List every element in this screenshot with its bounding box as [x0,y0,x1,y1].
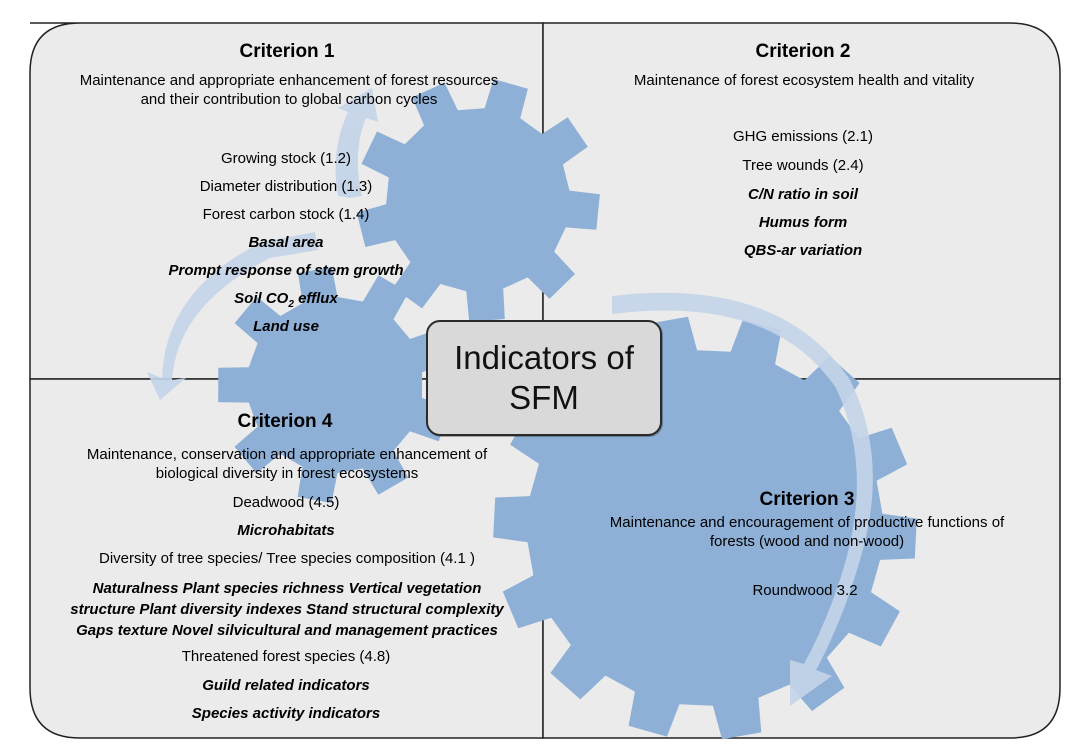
indicator-guild-related: Guild related indicators [202,677,370,694]
gear-top [356,79,600,322]
indicator-soil-co2-efflux: Soil CO2 efflux [170,290,402,312]
criterion-4-description-line-1: Maintenance, conservation and appropriat… [86,446,488,463]
criterion-4-description: Maintenance, conservation and appropriat… [40,446,534,484]
cycle-arrows [147,88,873,706]
indicator-qbs-ar-variation: QBS-ar variation [743,242,863,259]
criterion-1-description-line-1: Maintenance and appropriate enhancement … [79,72,499,89]
indicator-tree-wounds: Tree wounds (2.4) [742,157,864,174]
indicator-diameter-distribution: Diameter distribution (1.3) [199,178,373,195]
criterion-3-description-line-1: Maintenance and encouragement of product… [609,514,1005,531]
center-title-line-2: SFM [509,379,579,416]
gear-left [218,267,451,503]
criterion-4-description-line-2: biological diversity in forest ecosystem… [155,464,419,482]
criterion-1-title: Criterion 1 [239,41,335,62]
panel-criterion-2 [542,22,1061,380]
indicator-diversity-tree-species: Diversity of tree species/ Tree species … [99,550,475,567]
indicator-deadwood: Deadwood (4.5) [232,494,340,511]
criterion-1-description: Maintenance and appropriate enhancement … [36,72,542,110]
indicator-biodiversity-line-2: structure Plant diversity indexes Stand … [70,601,504,618]
criterion-2-description: Maintenance of forest ecosystem health a… [633,72,975,89]
arrow-up [335,88,378,198]
criterion-3-description: Maintenance and encouragement of product… [560,514,1054,552]
indicator-roundwood: Roundwood 3.2 [752,582,858,599]
indicator-humus-form: Humus form [758,214,848,231]
panel-criterion-4 [29,378,544,739]
criterion-1-description-line-2: and their contribution to global carbon … [140,90,438,108]
criterion-3-description-line-2: forests (wood and non-wood) [709,532,905,550]
indicator-biodiversity-line-3: Gaps texture Novel silvicultural and man… [76,622,498,639]
indicator-species-activity: Species activity indicators [191,705,381,722]
soil-co2-label: Soil CO [234,290,289,307]
indicator-prompt-response-stem-growth: Prompt response of stem growth [168,262,404,279]
criterion-4-title: Criterion 4 [237,411,333,432]
criterion-3-title: Criterion 3 [759,489,855,510]
indicator-land-use: Land use [253,318,319,335]
arrow-left-down [147,232,318,400]
soil-co2-suffix: efflux [293,290,338,307]
indicator-threatened-forest-species: Threatened forest species (4.8) [181,648,391,665]
indicator-cn-ratio-soil: C/N ratio in soil [747,186,858,203]
indicator-growing-stock: Growing stock (1.2) [220,150,352,167]
soil-co2-subscript: 2 [288,299,294,310]
indicator-biodiversity-line-1: Naturalness Plant species richness Verti… [92,580,482,597]
criterion-2-title: Criterion 2 [755,41,851,62]
indicator-ghg-emissions: GHG emissions (2.1) [732,128,874,145]
center-title-line-1: Indicators of [454,338,634,376]
center-indicators-of-sfm: Indicators of SFM [426,320,662,436]
indicator-microhabitats: Microhabitats [237,522,335,539]
indicator-basal-area: Basal area [248,234,324,251]
indicator-forest-carbon-stock: Forest carbon stock (1.4) [202,206,370,223]
